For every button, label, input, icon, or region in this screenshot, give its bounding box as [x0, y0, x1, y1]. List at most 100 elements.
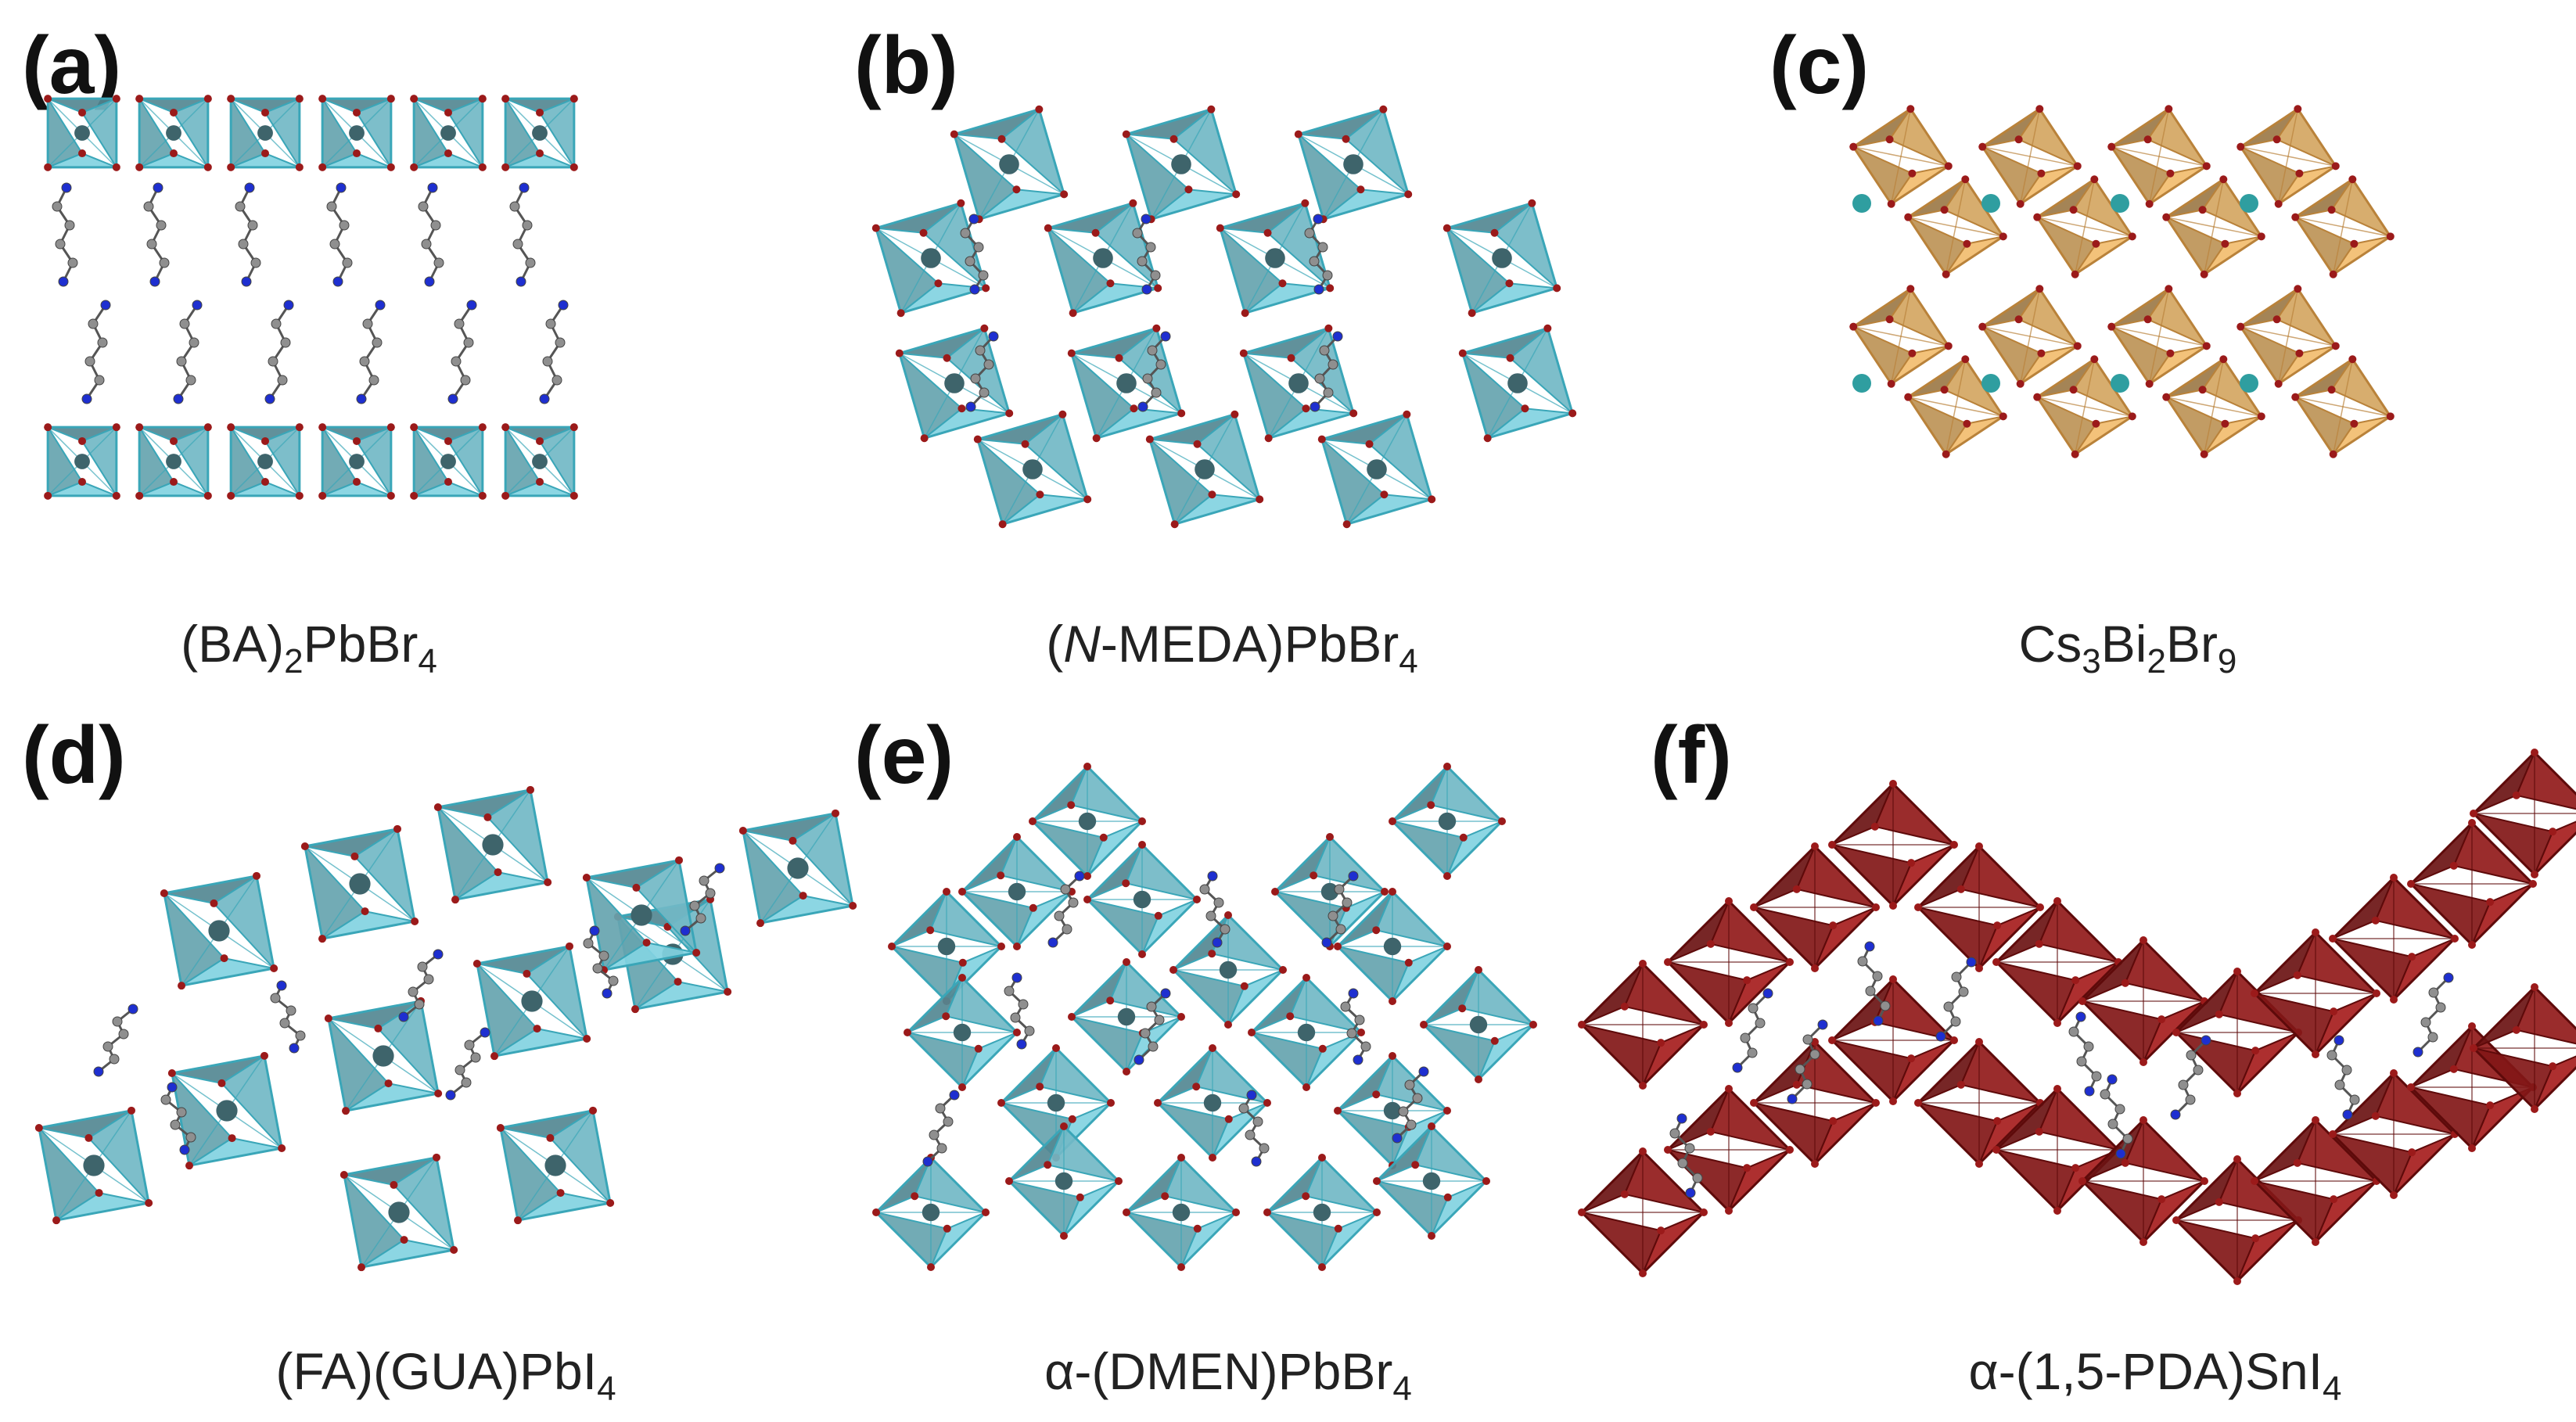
halide-atom	[943, 1224, 951, 1233]
halide-atom	[1013, 833, 1021, 841]
carbon-atom	[1147, 345, 1158, 356]
halide-atom	[1889, 902, 1897, 910]
halide-atom	[1029, 903, 1037, 912]
nitrogen-atom	[714, 863, 725, 874]
halide-atom	[1811, 1160, 1819, 1168]
structure-diagram-a	[44, 95, 578, 500]
halide-atom	[1975, 1160, 1983, 1168]
carbon-atom	[2427, 1032, 2438, 1043]
halide-atom	[1302, 1192, 1310, 1201]
halide-atom	[1411, 1161, 1420, 1169]
nitrogen-atom	[589, 925, 600, 936]
panel-label-d: (d)	[22, 710, 126, 801]
carbon-atom	[2100, 1089, 2111, 1100]
halide-atom	[1956, 1080, 1965, 1089]
halide-atom	[588, 1106, 597, 1115]
halide-atom	[295, 491, 304, 500]
nitrogen-atom	[100, 300, 111, 311]
halide-atom	[1420, 1021, 1428, 1029]
carbon-atom	[1354, 1014, 1365, 1025]
carbon-atom	[2326, 1050, 2337, 1061]
halide-atom	[1356, 185, 1365, 194]
halide-atom	[1256, 495, 1264, 504]
halide-atom	[1725, 1085, 1733, 1093]
halide-atom	[2090, 355, 2099, 364]
carbon-atom	[368, 375, 379, 386]
halide-atom	[1060, 1232, 1068, 1240]
halide-atom	[2035, 285, 2044, 293]
nitrogen-atom	[1313, 284, 1324, 295]
carbon-atom	[454, 1065, 465, 1075]
halide-atom	[904, 1029, 911, 1036]
halide-atom	[2071, 450, 2079, 458]
caption-segment: Bi	[2100, 615, 2147, 673]
nitrogen-atom	[1348, 871, 1359, 882]
halide-atom	[1700, 1208, 1708, 1216]
caption-segment: 4	[418, 642, 437, 680]
halide-atom	[318, 423, 327, 432]
halide-atom	[1993, 1117, 2002, 1126]
halide-atom	[1706, 1127, 1715, 1136]
halide-atom	[1012, 185, 1021, 194]
halide-atom	[2531, 1105, 2538, 1113]
cesium-atom	[2240, 374, 2258, 393]
octahedron-edge	[2148, 289, 2170, 384]
metal-atom	[1219, 961, 1238, 979]
halide-atom	[44, 163, 52, 171]
halide-atom	[1152, 324, 1161, 332]
halide-atom	[724, 987, 732, 996]
halide-atom	[569, 95, 578, 103]
halide-atom	[1792, 1080, 1801, 1089]
halide-atom	[2165, 285, 2173, 293]
carbon-atom	[545, 318, 556, 329]
halide-atom	[1224, 1021, 1232, 1029]
panel-label-e: (e)	[854, 710, 954, 801]
halide-atom	[203, 163, 212, 171]
halide-atom	[261, 149, 269, 158]
halide-atom	[569, 423, 578, 432]
carbon-atom	[2083, 1041, 2094, 1052]
halide-atom	[871, 224, 880, 232]
halide-atom	[2327, 386, 2336, 394]
caption-f: α-(1,5-PDA)SnI4	[1968, 1345, 2341, 1406]
halide-atom	[2090, 175, 2099, 184]
halide-atom	[2145, 199, 2154, 208]
halide-atom	[342, 1107, 350, 1115]
carbon-atom	[277, 375, 288, 386]
structure-diagram-e	[872, 763, 1537, 1271]
nitrogen-atom	[1160, 988, 1171, 999]
carbon-atom	[965, 256, 975, 267]
carbon-atom	[170, 1119, 181, 1130]
halide-atom	[958, 1083, 966, 1091]
halide-atom	[2107, 322, 2116, 331]
halide-atom	[2073, 342, 2082, 350]
halide-atom	[2468, 1144, 2476, 1152]
halide-atom	[1961, 355, 1970, 364]
metal-atom	[74, 125, 90, 141]
halide-atom	[1216, 224, 1224, 232]
caption-segment: N	[1063, 615, 1101, 673]
halide-atom	[1318, 1263, 1326, 1271]
carbon-atom	[470, 1052, 481, 1063]
nitrogen-atom	[965, 401, 976, 412]
metal-atom	[532, 454, 548, 469]
nitrogen-atom	[149, 276, 160, 287]
halide-atom	[942, 1012, 950, 1021]
halide-atom	[1372, 926, 1381, 935]
nitrogen-atom	[1732, 1062, 1743, 1073]
halide-atom	[1005, 1177, 1013, 1185]
halide-atom	[2139, 1116, 2147, 1124]
nitrogen-atom	[1160, 331, 1171, 342]
halide-atom	[135, 491, 144, 500]
halide-atom	[2202, 162, 2211, 171]
halide-atom	[1786, 958, 1794, 966]
halide-atom	[278, 1144, 286, 1152]
nitrogen-atom	[58, 276, 69, 287]
halide-atom	[478, 95, 487, 103]
octahedron-edge	[2203, 359, 2225, 454]
carbon-atom	[52, 201, 63, 212]
halide-atom	[1750, 1099, 1758, 1107]
halide-atom	[295, 95, 304, 103]
halide-atom	[2092, 239, 2100, 248]
halide-atom	[400, 1236, 408, 1244]
